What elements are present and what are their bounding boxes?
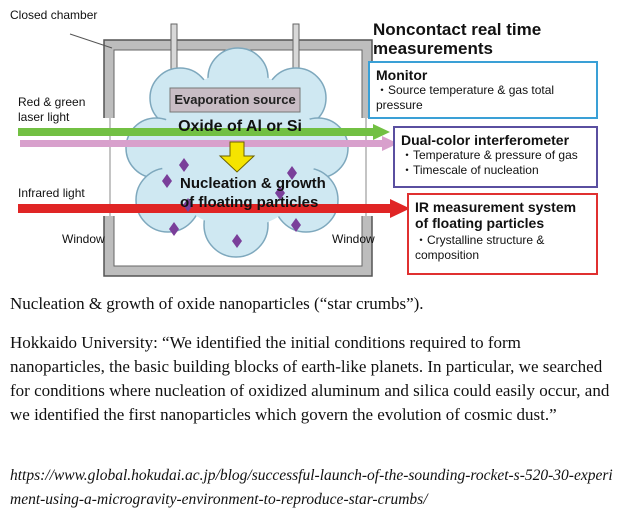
source-url[interactable]: https://www.global.hokudai.ac.jp/blog/su… xyxy=(10,467,613,508)
quote-paragraph: Hokkaido University: “We identified the … xyxy=(10,333,610,424)
nucleation-label: Nucleation & growth of floating particle… xyxy=(180,175,326,211)
caption-title-main: Nucleation & growth of oxide nanoparticl… xyxy=(10,294,310,313)
green-laser-arrowhead xyxy=(373,124,390,140)
oxide-label: Oxide of Al or Si xyxy=(178,118,302,135)
infrared-beam xyxy=(18,204,390,213)
interferometer-line-1: ・Temperature & pressure of gas xyxy=(401,148,578,162)
particle xyxy=(183,198,193,212)
window-left-label: Window xyxy=(62,232,105,246)
laser-label: Red & green laser light xyxy=(18,95,86,124)
interferometer-title: Dual-color interferometer xyxy=(401,132,570,148)
particle xyxy=(287,166,297,180)
particle xyxy=(232,234,242,248)
down-arrow xyxy=(218,141,256,173)
ir-system-line: ・Crystalline structure & composition xyxy=(415,233,545,262)
particle xyxy=(179,158,189,172)
interferometer-box: Dual-color interferometer ・Temperature &… xyxy=(393,126,598,188)
measurements-heading: Noncontact real time measurements xyxy=(373,20,542,58)
interferometer-line-2: ・Timescale of nucleation xyxy=(401,163,539,177)
chamber-label: Closed chamber xyxy=(10,8,98,22)
caption-title: Nucleation & growth of oxide nanoparticl… xyxy=(10,293,610,315)
particle xyxy=(275,186,285,200)
evaporation-source-box xyxy=(169,87,301,113)
pink-laser-arrowhead xyxy=(382,136,398,151)
infrared-arrowhead xyxy=(390,199,410,218)
monitor-box: Monitor ・Source temperature & gas total … xyxy=(368,61,598,119)
caption-title-tail: (“star crumbs”). xyxy=(309,294,424,313)
particle xyxy=(291,218,301,232)
diagram: Closed chamber Noncontact real time meas… xyxy=(10,8,598,277)
infrared-label: Infrared light xyxy=(18,186,85,200)
chamber-label-leader xyxy=(69,33,113,49)
ir-system-box: IR measurement system of floating partic… xyxy=(407,193,598,275)
window-right-label: Window xyxy=(332,232,375,246)
diagram-graphics xyxy=(18,23,410,277)
monitor-title: Monitor xyxy=(376,67,428,83)
particle xyxy=(169,222,179,236)
monitor-line: ・Source temperature & gas total pressure xyxy=(376,83,555,112)
floating-particles xyxy=(162,158,301,248)
evaporation-source-label: Evaporation source xyxy=(174,92,296,107)
ir-system-title: IR measurement system of floating partic… xyxy=(415,199,577,231)
green-laser-beam xyxy=(18,128,373,136)
particle xyxy=(162,174,172,188)
pink-laser-beam xyxy=(20,140,382,147)
